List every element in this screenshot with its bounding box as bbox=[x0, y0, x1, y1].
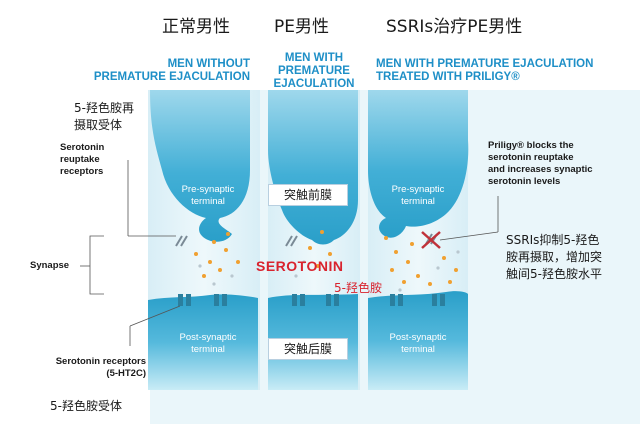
priligy-note: Priligy® blocks the serotonin reuptake a… bbox=[488, 140, 628, 188]
column-title-ssri: SSRIs治疗PE男性 bbox=[386, 17, 523, 37]
receptors-en-line1: Serotonin receptors bbox=[55, 356, 146, 367]
ssri-cn-note: SSRIs抑制5-羟色 胺再摄取，增加突 触间5-羟色胺水平 bbox=[506, 232, 636, 283]
ssri-cn-line2: 胺再摄取，增加突 bbox=[506, 250, 603, 264]
priligy-line2: serotonin reuptake bbox=[488, 152, 574, 163]
pre-synaptic-terminal-ssri bbox=[368, 90, 469, 238]
reuptake-receptor-label: Serotonin reuptake receptors bbox=[60, 142, 150, 178]
pre-terminal-label-ssri: Pre-synaptic terminal bbox=[378, 184, 458, 208]
reuptake-en-line1: Serotonin bbox=[60, 142, 105, 153]
post-terminal-ssri-line2: terminal bbox=[401, 344, 435, 355]
post-membrane-box: 突触后膜 bbox=[268, 338, 348, 360]
pre-membrane-box: 突触前膜 bbox=[268, 184, 348, 206]
serotonin-receptors bbox=[178, 294, 445, 306]
priligy-line1: Priligy® blocks the bbox=[488, 140, 574, 151]
column-title-normal: 正常男性 bbox=[162, 17, 230, 37]
reuptake-receptor-cn-label: 5-羟色胺再 摄取受体 bbox=[74, 100, 134, 134]
post-terminal-normal-line1: Post-synaptic bbox=[179, 332, 237, 343]
pre-terminal-label-normal: Pre-synaptic terminal bbox=[168, 184, 248, 208]
post-terminal-label-normal: Post-synaptic terminal bbox=[168, 332, 248, 356]
pre-synaptic-terminal-normal bbox=[150, 90, 250, 242]
reuptake-en-line2: reuptake bbox=[60, 154, 100, 165]
ssri-cn-line1: SSRIs抑制5-羟色 bbox=[506, 233, 600, 247]
receptors-en-line2: (5-HT2C) bbox=[106, 368, 146, 379]
post-terminal-ssri-line1: Post-synaptic bbox=[389, 332, 447, 343]
panel-normal bbox=[148, 90, 260, 390]
priligy-line4: serotonin levels bbox=[488, 176, 561, 187]
heading-normal-line1: MEN WITHOUT bbox=[167, 58, 250, 70]
reuptake-cn-line2: 摄取受体 bbox=[74, 118, 123, 132]
post-synaptic-terminal-ssri bbox=[368, 291, 468, 390]
pre-terminal-normal-line2: terminal bbox=[191, 196, 225, 207]
heading-ssri-line1: MEN WITH PREMATURE EJACULATION bbox=[376, 58, 594, 70]
heading-ssri: MEN WITH PREMATURE EJACULATION TREATED W… bbox=[376, 58, 636, 84]
serotonin-receptors-cn-label: 5-羟色胺受体 bbox=[50, 399, 122, 413]
synapse-label: Synapse bbox=[30, 260, 70, 271]
heading-pe-line2: PREMATURE bbox=[278, 65, 350, 77]
heading-pe-line1: MEN WITH bbox=[284, 52, 344, 64]
serotonin-label: SEROTONIN bbox=[256, 258, 344, 274]
heading-normal: MEN WITHOUT PREMATURE EJACULATION bbox=[70, 58, 250, 84]
leader-lines bbox=[80, 160, 499, 346]
column-title-pe: PE男性 bbox=[274, 17, 329, 37]
post-synaptic-terminal-normal bbox=[148, 294, 258, 390]
ssri-cn-line3: 触间5-羟色胺水平 bbox=[506, 267, 602, 281]
pre-terminal-normal-line1: Pre-synaptic bbox=[181, 184, 235, 195]
heading-ssri-line2: TREATED WITH PRILIGY® bbox=[376, 71, 520, 83]
reuptake-en-line3: receptors bbox=[60, 166, 104, 177]
background-molecules bbox=[198, 250, 460, 292]
post-terminal-label-ssri: Post-synaptic terminal bbox=[378, 332, 458, 356]
post-terminal-normal-line2: terminal bbox=[191, 344, 225, 355]
heading-pe-line3: EJACULATION bbox=[273, 78, 355, 90]
heading-pe: MEN WITH PREMATURE EJACULATION bbox=[262, 52, 366, 91]
serotonin-receptors-label: Serotonin receptors (5-HT2C) bbox=[36, 356, 146, 380]
pre-terminal-ssri-line2: terminal bbox=[401, 196, 435, 207]
panel-ssri bbox=[368, 90, 469, 390]
pre-terminal-ssri-line1: Pre-synaptic bbox=[391, 184, 445, 195]
reuptake-cn-line1: 5-羟色胺再 bbox=[74, 101, 134, 115]
reuptake-blocked-icon bbox=[421, 231, 441, 249]
serotonin-cn-label: 5-羟色胺 bbox=[334, 281, 382, 295]
serotonin-molecules bbox=[194, 230, 458, 286]
priligy-line3: and increases synaptic bbox=[488, 164, 593, 175]
heading-normal-line2: PREMATURE EJACULATION bbox=[93, 71, 250, 83]
